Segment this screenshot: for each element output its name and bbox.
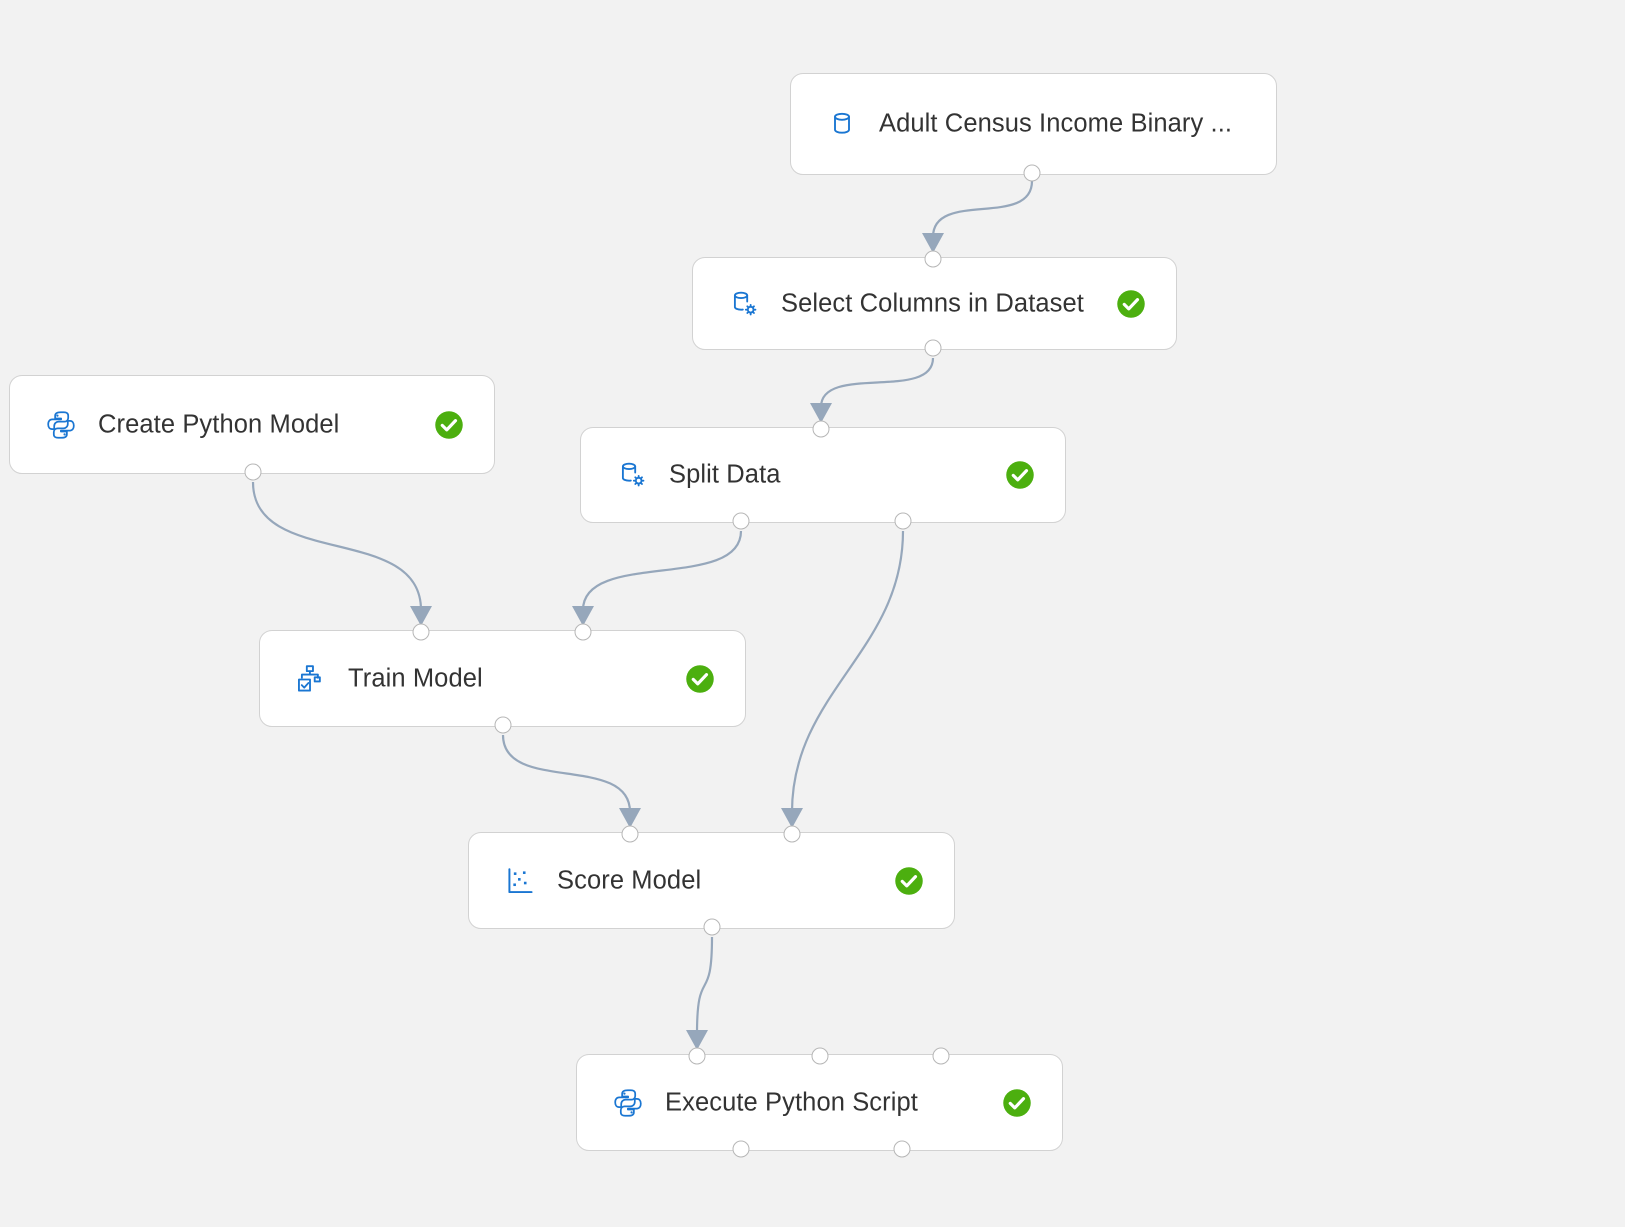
edge-split-data-to-train-model	[572, 530, 743, 626]
node-select-columns[interactable]: Select Columns in Dataset	[692, 257, 1177, 350]
node-execute-python-script[interactable]: Execute Python Script	[576, 1054, 1063, 1151]
output-port[interactable]	[494, 716, 512, 734]
input-port[interactable]	[621, 825, 639, 843]
input-port[interactable]	[811, 1047, 829, 1065]
node-title: Execute Python Script	[665, 1088, 918, 1116]
output-port[interactable]	[703, 918, 721, 936]
output-port[interactable]	[732, 1140, 750, 1158]
train-model-icon	[294, 662, 328, 696]
database-icon	[825, 107, 859, 141]
database-gear-icon	[615, 458, 649, 492]
output-port[interactable]	[924, 339, 942, 357]
input-port[interactable]	[688, 1047, 706, 1065]
output-port[interactable]	[894, 512, 912, 530]
node-title: Adult Census Income Binary ...	[879, 109, 1233, 138]
node-train-model[interactable]: Train Model	[259, 630, 746, 727]
edge-dataset-to-select-columns	[922, 180, 1034, 253]
input-port[interactable]	[812, 420, 830, 438]
edge-train-model-to-score-model	[501, 734, 641, 828]
node-create-python-model[interactable]: Create Python Model	[9, 375, 495, 474]
node-score-model[interactable]: Score Model	[468, 832, 955, 929]
output-port[interactable]	[1023, 164, 1041, 182]
input-port[interactable]	[412, 623, 430, 641]
input-port[interactable]	[574, 623, 592, 641]
node-split-data[interactable]: Split Data	[580, 427, 1066, 523]
status-badge-success	[1116, 289, 1146, 319]
edge-split-data-to-score-model	[781, 530, 905, 828]
output-port[interactable]	[732, 512, 750, 530]
python-icon	[611, 1086, 645, 1120]
node-title: Split Data	[669, 460, 781, 489]
edge-select-columns-to-split-data	[810, 357, 935, 423]
node-title: Score Model	[557, 866, 702, 894]
python-icon	[44, 408, 78, 442]
status-badge-success	[1002, 1088, 1032, 1118]
scatter-plot-icon	[503, 864, 537, 898]
node-title: Select Columns in Dataset	[781, 289, 1084, 317]
input-port[interactable]	[783, 825, 801, 843]
edge-create-python-model-to-train-model	[251, 481, 432, 626]
output-port[interactable]	[893, 1140, 911, 1158]
status-badge-success	[1005, 460, 1035, 490]
status-badge-success	[685, 664, 715, 694]
node-title: Train Model	[348, 664, 483, 692]
node-dataset[interactable]: Adult Census Income Binary ...	[790, 73, 1277, 175]
input-port[interactable]	[932, 1047, 950, 1065]
input-port[interactable]	[924, 250, 942, 268]
status-badge-success	[434, 410, 464, 440]
node-title: Create Python Model	[98, 410, 340, 438]
status-badge-success	[894, 866, 924, 896]
edge-score-model-to-execute-python-script	[686, 936, 714, 1050]
output-port[interactable]	[244, 463, 262, 481]
database-gear-icon	[727, 287, 761, 321]
